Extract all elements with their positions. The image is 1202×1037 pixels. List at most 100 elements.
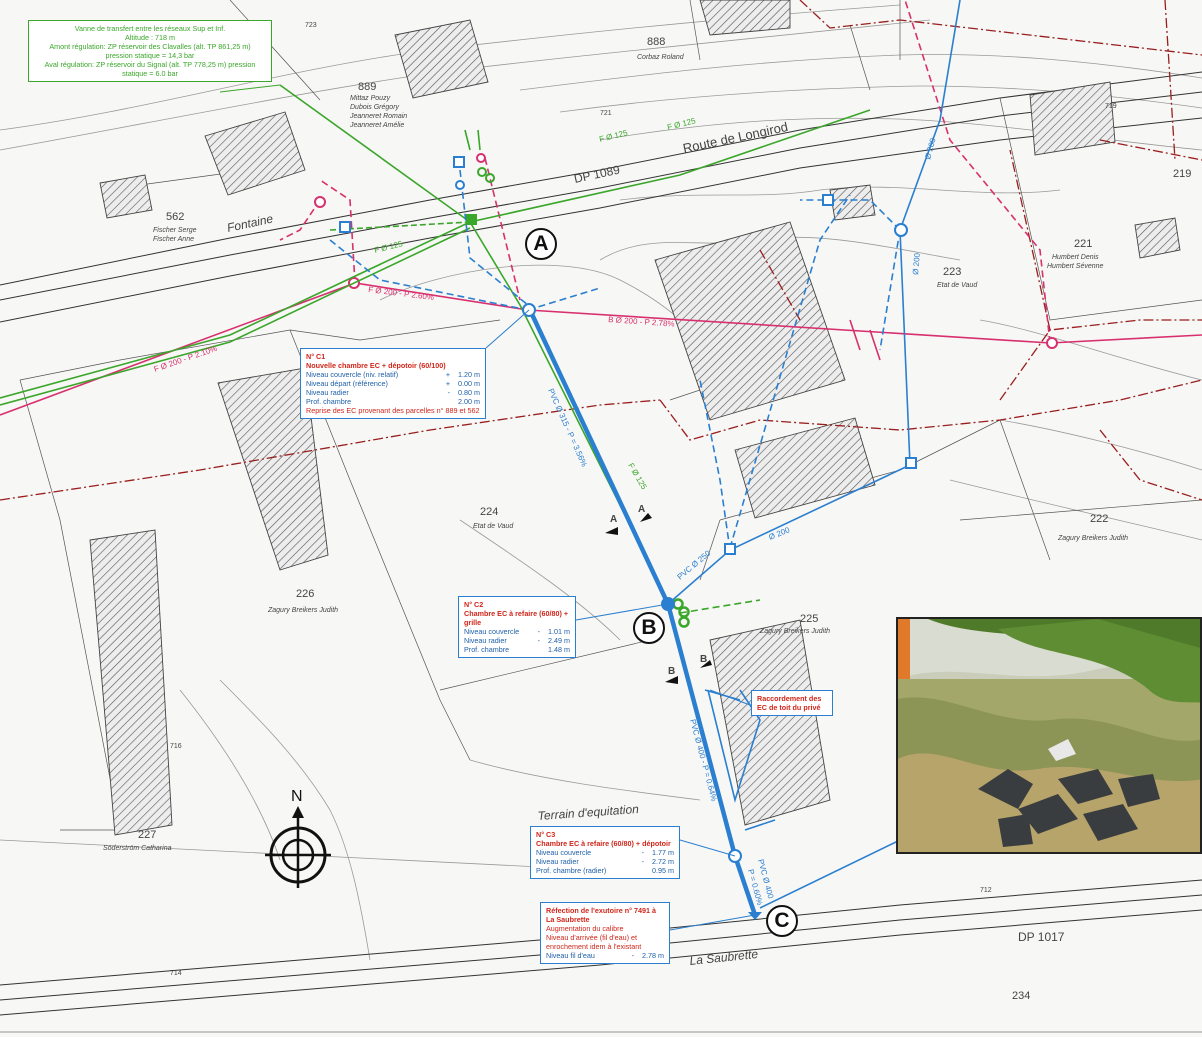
c1-row-1: Niveau couvercle (niv. relatif)+ 1.20 m xyxy=(306,370,480,379)
c2-title: N° C2 xyxy=(464,600,484,609)
callout-c1: N° C1 Nouvelle chambre EC + dépotoir (60… xyxy=(300,348,486,419)
section-a-left: A xyxy=(610,514,617,525)
site-photo-image xyxy=(898,619,1200,852)
parcel-562-owner-2: Fischer Anne xyxy=(153,236,194,243)
parcel-888-number: 888 xyxy=(647,36,665,48)
marker-c: C xyxy=(766,905,798,937)
c1-note: Reprise des EC provenant des parcelles n… xyxy=(306,406,480,415)
parcel-225-owner: Zagury Breikers Judith xyxy=(759,628,830,635)
exutoire-title: Réfection de l'exutoire n° 7491 à La Sau… xyxy=(546,906,657,924)
pipe-label-o200-b: Ø 200 xyxy=(911,252,922,275)
callout-c2: N° C2 Chambre EC à refaire (60/80) + gri… xyxy=(458,596,576,658)
c3-row-3: Prof. chambre (radier) 0.95 m xyxy=(536,866,674,875)
c1-sub: Nouvelle chambre EC + dépotoir (60/100) xyxy=(306,361,446,370)
parcel-221-owner-1: Humbert Denis xyxy=(1052,254,1099,261)
c1-row-2: Niveau départ (référence)+ 0.00 m xyxy=(306,379,480,388)
place-saubrette: La Saubrette xyxy=(689,947,759,968)
c3-row-2: Niveau radier- 2.72 m xyxy=(536,857,674,866)
place-terrain: Terrain d'equitation xyxy=(537,802,639,823)
vanne-leader xyxy=(219,84,281,93)
exutoire-line-2: Niveau d'arrivée (fil d'eau) et xyxy=(546,933,638,942)
callout-leaders xyxy=(485,309,756,931)
pipe-label-f200-260: F Ø 200 - P 2.60% xyxy=(368,285,435,302)
vanne-line-1: Vanne de transfert entre les réseaux Sup… xyxy=(74,24,226,33)
exutoire-row: Niveau fil d'eau- 2.78 m xyxy=(546,951,664,960)
section-b-left: B xyxy=(668,666,675,677)
parcel-223-number: 223 xyxy=(943,266,961,278)
c2-sub: Chambre EC à refaire (60/80) + grille xyxy=(464,609,569,627)
parcel-221-number: 221 xyxy=(1074,238,1092,250)
north-label: N xyxy=(291,788,303,805)
roads xyxy=(0,71,1202,1033)
section-a-right: A xyxy=(638,504,645,515)
parcel-888-owner: Corbaz Roland xyxy=(637,54,685,61)
vanne-line-6: statique = 6.0 bar xyxy=(122,69,178,78)
pipe-label-f125-a: F Ø 125 xyxy=(598,128,629,144)
contour-lines xyxy=(0,4,1202,961)
contour-label-714: 714 xyxy=(170,970,182,977)
place-route: Route de Longirod xyxy=(682,119,790,156)
callout-exutoire: Réfection de l'exutoire n° 7491 à La Sau… xyxy=(540,902,670,964)
parcel-226-owner: Zagury Breikers Judith xyxy=(267,607,338,614)
c1-title: N° C1 xyxy=(306,352,326,361)
parcel-562-owner-1: Fischer Serge xyxy=(153,227,197,234)
c1-row-3: Niveau radier- 0.80 m xyxy=(306,388,480,397)
exutoire-line-3: enrochement idem à l'existant xyxy=(546,942,642,951)
rain-manholes xyxy=(339,156,917,863)
parcel-227-owner: Söderström Catharina xyxy=(103,845,172,852)
vanne-line-3: Amont régulation: ZP réservoir des Clava… xyxy=(49,42,251,51)
vanne-line-4: pression statique = 14,3 bar xyxy=(105,51,195,60)
parcel-889-owner-1: Mittaz Pouzy xyxy=(350,95,391,102)
rain-network xyxy=(329,0,961,916)
other-network xyxy=(0,0,1202,501)
parcel-219-number: 219 xyxy=(1173,168,1191,180)
exutoire-line-1: Augmentation du calibre xyxy=(546,924,624,933)
site-photo xyxy=(896,617,1202,854)
parcel-224-owner: Etat de Vaud xyxy=(473,523,514,530)
place-dp1017: DP 1017 xyxy=(1018,930,1065,944)
pipe-label-o200-a: Ø 200 xyxy=(767,525,791,542)
contour-label-712: 712 xyxy=(980,887,992,894)
north-arrow-icon xyxy=(265,806,331,888)
parcel-225-number: 225 xyxy=(800,613,818,625)
raccordement-title: Raccordement des EC de toit du privé xyxy=(757,694,822,712)
pipe-label-f125-b: F Ø 125 xyxy=(666,116,697,132)
callout-raccordement: Raccordement des EC de toit du privé xyxy=(751,690,833,716)
contour-label-719: 719 xyxy=(1105,103,1117,110)
callout-vanne: Vanne de transfert entre les réseaux Sup… xyxy=(28,20,272,82)
parcel-221-owner-2: Humbert Sévenne xyxy=(1047,263,1104,270)
section-b-right: B xyxy=(700,654,707,665)
c2-row-2: Niveau radier- 2.49 m xyxy=(464,636,570,645)
place-dp1089: DP 1089 xyxy=(573,163,622,186)
vanne-line-5: Aval régulation: ZP réservoir du Signal … xyxy=(44,60,256,69)
parcel-226-number: 226 xyxy=(296,588,314,600)
c3-title: N° C3 xyxy=(536,830,556,839)
parcel-234-number: 234 xyxy=(1012,990,1030,1002)
callout-c3: N° C3 Chambre EC à refaire (60/80) + dép… xyxy=(530,826,680,879)
c1-row-4: Prof. chambre 2.00 m xyxy=(306,397,480,406)
contour-label-721: 721 xyxy=(600,110,612,117)
marker-a: A xyxy=(525,228,557,260)
pipe-label-pvc250: PVC Ø 250 xyxy=(676,548,713,581)
c3-sub: Chambre EC à refaire (60/80) + dépotoir xyxy=(536,839,671,848)
contour-label-716: 716 xyxy=(170,743,182,750)
c2-row-1: Niveau couvercle- 1.01 m xyxy=(464,627,570,636)
section-markers xyxy=(605,513,712,684)
parcel-227-number: 227 xyxy=(138,829,156,841)
pipe-label-f125-d: F Ø 125 xyxy=(626,462,649,492)
c2-row-3: Prof. chambre 1.48 m xyxy=(464,645,570,654)
pipe-label-b200-278: B Ø 200 - P 2.78% xyxy=(608,315,675,329)
parcel-223-owner: Etat de Vaud xyxy=(937,282,978,289)
parcel-889-owner-4: Jeanneret Amélie xyxy=(349,122,404,129)
vanne-line-2: Altitude : 718 m xyxy=(125,33,175,42)
contour-label-723: 723 xyxy=(305,22,317,29)
pipe-label-f125-c: F Ø 125 xyxy=(373,239,404,255)
buildings xyxy=(89,0,1181,836)
marker-b: B xyxy=(633,612,665,644)
parcel-562-number: 562 xyxy=(166,211,184,223)
parcel-889-number: 889 xyxy=(358,81,376,93)
parcel-889-owner-3: Jeanneret Romain xyxy=(349,113,407,120)
parcel-222-owner: Zagury Breikers Judith xyxy=(1057,535,1128,542)
